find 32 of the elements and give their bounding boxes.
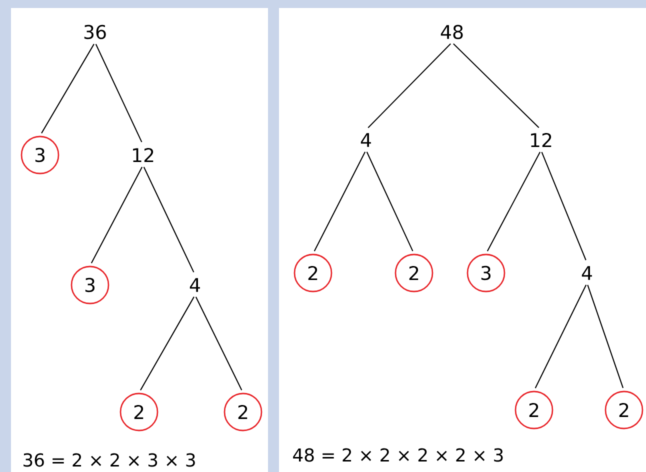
circled-prime: 3	[20, 136, 60, 174]
branch-line	[587, 284, 624, 388]
branch-line	[541, 152, 586, 260]
number-label: 12	[531, 132, 552, 148]
circled-prime: 2	[394, 254, 434, 292]
equation: 36 = 2 × 2 × 3 × 3	[24, 453, 195, 467]
branch-line	[140, 296, 194, 390]
branch-line	[368, 43, 451, 128]
branch-line	[143, 166, 194, 272]
circled-prime: 2	[604, 390, 644, 430]
branch-line	[366, 152, 414, 252]
number-label: 12	[133, 148, 154, 162]
number-label: 4	[582, 266, 592, 280]
number-label: 4	[190, 278, 200, 292]
number-label: 4	[360, 133, 371, 147]
branch-line	[195, 296, 242, 390]
branch-line	[534, 284, 587, 388]
branch-line	[486, 152, 541, 252]
circled-prime: 3	[70, 266, 110, 304]
circled-prime: 2	[294, 254, 332, 292]
branch-line	[41, 44, 94, 134]
equation: 48 = 2 × 2 × 2 × 2 × 3	[293, 448, 503, 462]
circled-prime: 2	[120, 392, 158, 432]
number-label: 48	[440, 24, 463, 40]
number-label: 36	[84, 24, 106, 40]
circled-prime: 3	[466, 254, 506, 292]
branch-line	[453, 43, 540, 128]
branch-line	[95, 44, 142, 142]
circled-prime: 2	[514, 390, 554, 430]
circled-prime: 2	[224, 392, 262, 432]
branch-line	[314, 152, 366, 252]
branch-line	[90, 166, 143, 264]
